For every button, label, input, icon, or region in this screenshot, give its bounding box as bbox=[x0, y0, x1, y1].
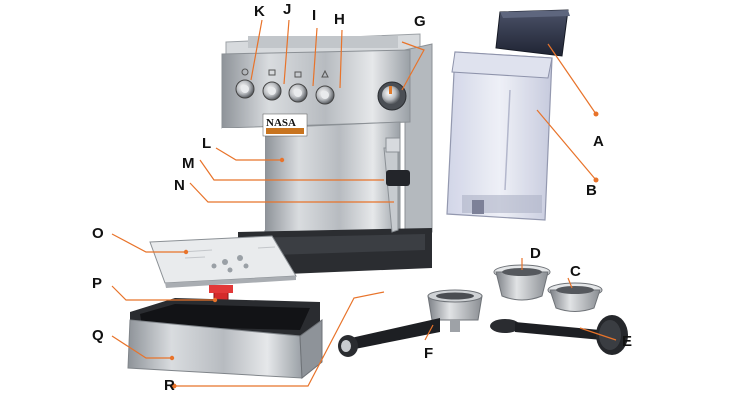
label-i: I bbox=[312, 7, 317, 24]
water-tank-lid bbox=[495, 9, 570, 57]
leader-k bbox=[250, 19, 263, 81]
label-e: E bbox=[622, 333, 633, 350]
label-r: R bbox=[164, 377, 175, 394]
steam-wand bbox=[383, 137, 401, 233]
label-l: L bbox=[202, 135, 212, 152]
drip-tray-grid bbox=[149, 235, 297, 288]
leader-b bbox=[536, 109, 597, 181]
leader-e bbox=[579, 327, 617, 341]
label-h: H bbox=[334, 11, 345, 28]
leader-i bbox=[312, 27, 318, 87]
leader-f bbox=[424, 324, 434, 341]
label-b: B bbox=[586, 182, 597, 199]
leader-m bbox=[199, 159, 384, 181]
portafilter bbox=[338, 289, 483, 357]
label-k: K bbox=[254, 3, 265, 20]
button-h bbox=[315, 85, 335, 105]
label-d: D bbox=[530, 245, 541, 262]
leader-g bbox=[401, 41, 425, 91]
label-j: J bbox=[283, 1, 292, 18]
leader-dots bbox=[169, 111, 599, 389]
button-i bbox=[288, 83, 308, 103]
leader-h bbox=[339, 29, 343, 89]
drip-tray bbox=[127, 298, 323, 380]
leader-q bbox=[111, 335, 172, 359]
leader-c bbox=[567, 277, 573, 289]
label-q: Q bbox=[92, 327, 104, 344]
filter-basket-double bbox=[493, 264, 551, 301]
leader-lines bbox=[111, 19, 617, 387]
leader-p bbox=[111, 285, 215, 301]
leader-j bbox=[283, 19, 290, 85]
leader-o bbox=[111, 233, 185, 253]
water-tank bbox=[446, 51, 553, 221]
label-o: O bbox=[92, 225, 104, 242]
button-k bbox=[235, 79, 255, 99]
label-g: G bbox=[414, 13, 426, 30]
label-m: M bbox=[182, 155, 195, 172]
leader-r bbox=[174, 291, 385, 387]
label-c: C bbox=[570, 263, 581, 280]
label-f: F bbox=[424, 345, 434, 362]
button-symbols bbox=[241, 68, 329, 78]
label-n: N bbox=[174, 177, 185, 194]
steam-wand-handle bbox=[386, 170, 410, 186]
svg-text:NASA: NASA bbox=[266, 117, 296, 129]
leader-n bbox=[189, 182, 394, 203]
leader-a bbox=[547, 43, 597, 115]
measuring-spoon-tamper bbox=[490, 315, 628, 355]
label-p: P bbox=[92, 275, 103, 292]
steam-knob bbox=[377, 81, 407, 111]
label-a: A bbox=[593, 133, 604, 150]
leader-l bbox=[215, 147, 282, 161]
button-j bbox=[262, 81, 282, 101]
filter-basket-single bbox=[547, 282, 603, 312]
brand-logo: NASA bbox=[262, 113, 308, 137]
